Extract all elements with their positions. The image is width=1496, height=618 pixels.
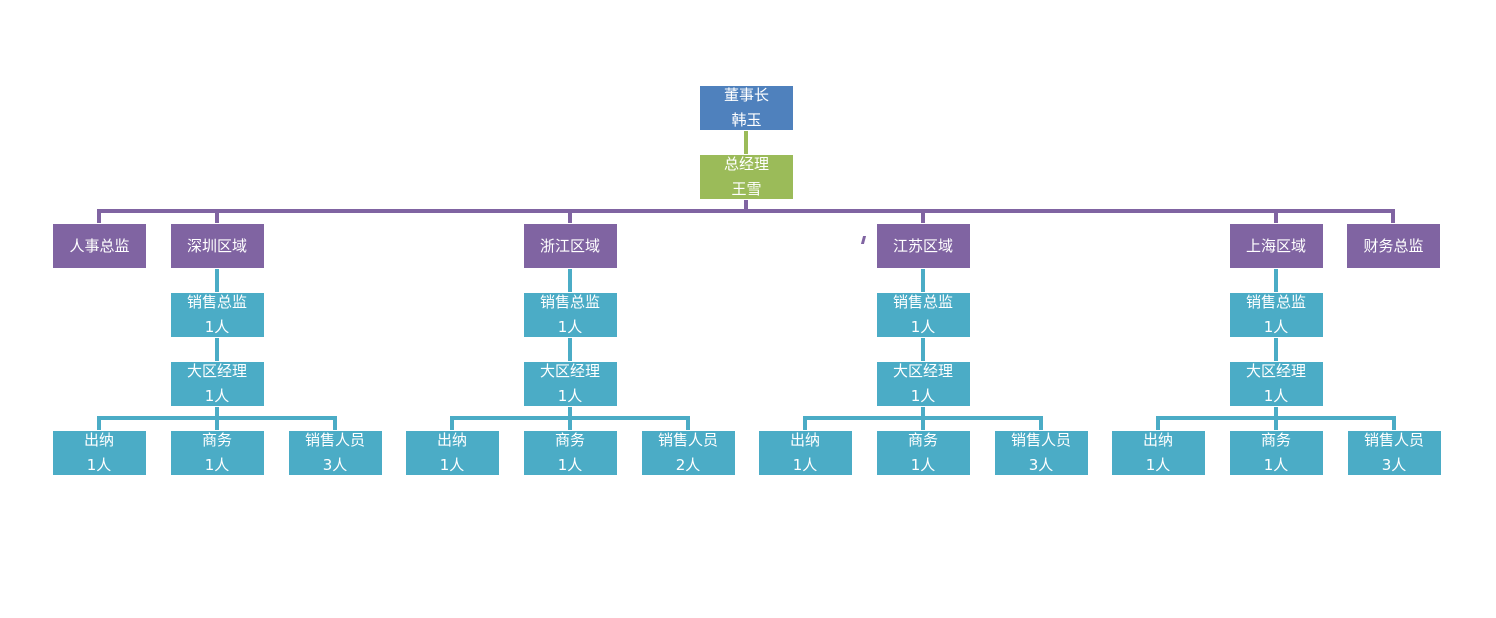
staff-count: 1人: [792, 456, 818, 474]
chairman-name: 韩玉: [731, 111, 762, 129]
region-box[interactable]: 江苏区域: [875, 223, 971, 269]
chairman-box[interactable]: 董事长 韩玉: [699, 85, 794, 131]
staff-count: 1人: [1145, 456, 1171, 474]
area-manager-box[interactable]: 大区经理 1人: [1228, 361, 1324, 407]
staff-box[interactable]: 销售人员 3人: [993, 430, 1089, 476]
staff-count: 1人: [204, 456, 230, 474]
staff-title: 商务: [1260, 431, 1291, 449]
hr-director-label: 人事总监: [69, 236, 130, 255]
area-manager-title: 大区经理: [539, 362, 600, 380]
region-name: 浙江区域: [539, 236, 600, 255]
staff-box[interactable]: 出纳 1人: [404, 430, 500, 476]
region-name: 上海区域: [1245, 236, 1306, 255]
staff-title: 销售人员: [657, 431, 718, 449]
staff-count: 1人: [1263, 456, 1289, 474]
general-manager-box[interactable]: 总经理 王雪: [699, 154, 794, 200]
staff-count: 3人: [1028, 456, 1054, 474]
area-manager-count: 1人: [1263, 387, 1289, 405]
staff-count: 3人: [1381, 456, 1407, 474]
sales-director-box[interactable]: 销售总监 1人: [522, 292, 618, 338]
sales-director-count: 1人: [1263, 318, 1289, 336]
sales-director-count: 1人: [910, 318, 936, 336]
hr-director-box[interactable]: 人事总监: [52, 223, 147, 269]
staff-count: 1人: [910, 456, 936, 474]
area-manager-title: 大区经理: [186, 362, 247, 380]
chairman-title: 董事长: [723, 86, 769, 104]
finance-director-box[interactable]: 财务总监: [1346, 223, 1441, 269]
staff-count: 2人: [675, 456, 701, 474]
region-box[interactable]: 上海区域: [1228, 223, 1324, 269]
sales-director-count: 1人: [557, 318, 583, 336]
staff-box[interactable]: 销售人员 2人: [640, 430, 736, 476]
staff-box[interactable]: 商务 1人: [522, 430, 618, 476]
gm-title: 总经理: [723, 155, 769, 173]
area-manager-box[interactable]: 大区经理 1人: [875, 361, 971, 407]
staff-title: 出纳: [789, 431, 820, 449]
staff-box[interactable]: 出纳 1人: [757, 430, 853, 476]
staff-title: 出纳: [436, 431, 467, 449]
sales-director-box[interactable]: 销售总监 1人: [1228, 292, 1324, 338]
sales-director-title: 销售总监: [892, 293, 953, 311]
staff-count: 1人: [439, 456, 465, 474]
area-manager-title: 大区经理: [1245, 362, 1306, 380]
staff-title: 销售人员: [1363, 431, 1424, 449]
staff-box[interactable]: 商务 1人: [169, 430, 265, 476]
staff-title: 商务: [907, 431, 938, 449]
area-manager-count: 1人: [557, 387, 583, 405]
sales-director-count: 1人: [204, 318, 230, 336]
staff-title: 销售人员: [304, 431, 365, 449]
staff-box[interactable]: 出纳 1人: [1110, 430, 1206, 476]
sales-director-title: 销售总监: [539, 293, 600, 311]
gm-name: 王雪: [731, 180, 762, 198]
staff-title: 商务: [201, 431, 232, 449]
staff-count: 3人: [322, 456, 348, 474]
staff-box[interactable]: 商务 1人: [1228, 430, 1324, 476]
finance-director-label: 财务总监: [1363, 236, 1424, 255]
staff-count: 1人: [557, 456, 583, 474]
sales-director-box[interactable]: 销售总监 1人: [169, 292, 265, 338]
staff-box[interactable]: 销售人员 3人: [1346, 430, 1442, 476]
staff-box[interactable]: 销售人员 3人: [287, 430, 383, 476]
area-manager-box[interactable]: 大区经理 1人: [522, 361, 618, 407]
region-name: 深圳区域: [186, 236, 247, 255]
region-name: 江苏区域: [892, 236, 953, 255]
staff-count: 1人: [86, 456, 112, 474]
area-manager-box[interactable]: 大区经理 1人: [169, 361, 265, 407]
region-box[interactable]: 浙江区域: [522, 223, 618, 269]
staff-box[interactable]: 商务 1人: [875, 430, 971, 476]
staff-title: 出纳: [1142, 431, 1173, 449]
sales-director-title: 销售总监: [1245, 293, 1306, 311]
staff-title: 商务: [554, 431, 585, 449]
area-manager-count: 1人: [204, 387, 230, 405]
sales-director-title: 销售总监: [186, 293, 247, 311]
region-box[interactable]: 深圳区域: [169, 223, 265, 269]
staff-title: 销售人员: [1010, 431, 1071, 449]
area-manager-count: 1人: [910, 387, 936, 405]
sales-director-box[interactable]: 销售总监 1人: [875, 292, 971, 338]
area-manager-title: 大区经理: [892, 362, 953, 380]
staff-box[interactable]: 出纳 1人: [51, 430, 147, 476]
staff-title: 出纳: [83, 431, 114, 449]
